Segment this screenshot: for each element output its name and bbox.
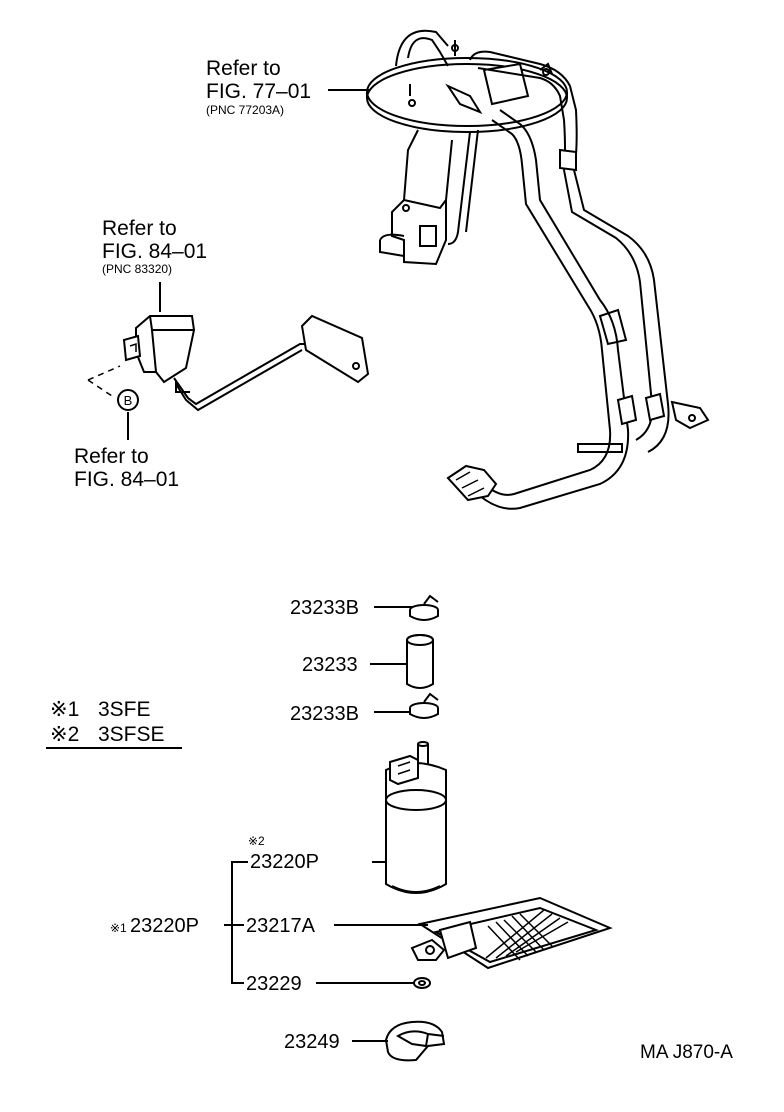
part-23220p-assy: 23220P	[130, 915, 199, 937]
fig77-pnc-label: (PNC 77203A)	[206, 103, 284, 117]
fig84-bottom-refer-label: Refer to	[74, 445, 149, 468]
marker-b-label: B	[124, 393, 133, 408]
part-23220p-pump: 23220P	[250, 851, 319, 873]
fig77-refer-label: Refer to	[206, 57, 281, 80]
part-23233: 23233	[302, 654, 358, 676]
part-23229: 23229	[246, 973, 302, 995]
fuel-pump	[372, 741, 447, 894]
washer	[316, 977, 431, 989]
assembly-bracket	[224, 861, 248, 984]
hose-clamp-bottom	[374, 692, 439, 719]
fig84-top-refer-label: Refer to	[102, 217, 177, 240]
fuel-sender-gauge	[87, 282, 370, 440]
pump-cushion	[352, 1020, 446, 1062]
part-23217a: 23217A	[246, 915, 316, 937]
fuel-filter	[334, 896, 613, 970]
fig84-top-pnc-label: (PNC 83320)	[102, 262, 172, 276]
part-pump-note: ※2	[248, 834, 265, 848]
legend-mark-1: ※1	[50, 698, 79, 721]
legend-text-1: 3SFE	[98, 698, 151, 721]
legend-mark-2: ※2	[50, 723, 79, 746]
fig84-top-figure-label: FIG. 84–01	[102, 240, 207, 263]
figure-code: MA J870-A	[640, 1042, 733, 1063]
part-assy-note: ※1	[110, 921, 127, 935]
legend: ※1 3SFE ※2 3SFSE	[46, 698, 182, 749]
fig77-figure-label: FIG. 77–01	[206, 80, 311, 103]
part-23249: 23249	[284, 1031, 340, 1053]
fuel-hose	[370, 634, 434, 689]
part-23233b-top: 23233B	[290, 597, 359, 619]
legend-text-2: 3SFSE	[98, 723, 165, 746]
fig84-bottom-figure-label: FIG. 84–01	[74, 468, 179, 491]
hose-clamp-top	[374, 594, 439, 621]
fuel-pipe-assembly	[328, 29, 710, 510]
part-23233b-bottom: 23233B	[290, 703, 359, 725]
